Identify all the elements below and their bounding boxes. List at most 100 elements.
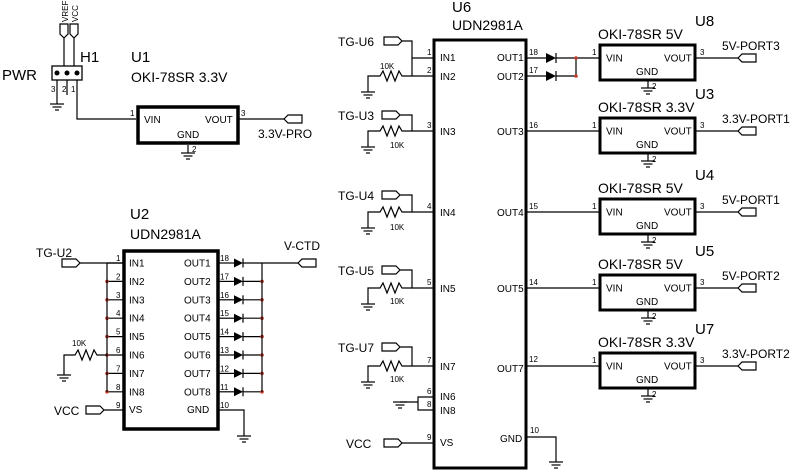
u2-ref: U2 [130,206,149,223]
u6-resistor-4 [367,205,412,228]
regulator-ref: U8 [695,13,714,30]
vcc-top-label: VCC [71,5,80,22]
u2-input-pin-number: 8 [116,383,121,392]
u6-in3: IN3 [440,127,456,138]
regulator-vin: VIN [606,362,623,373]
regulator-part: OKI-78SR 5V [598,180,683,196]
regulator-pin-gnd: 2 [652,312,657,321]
u2-diode [234,295,243,305]
u6-gnd-pin: 10 [530,426,539,435]
header-pin-3 [54,70,60,76]
u2-input-label: IN3 [129,295,145,306]
u2-input-pin-number: 6 [116,346,121,355]
u6-resistor-7 [367,359,412,382]
u1-part: OKI-78SR 3.3V [131,69,228,85]
u2-output-label: OUT6 [184,351,211,362]
u2-input-pin-number: 4 [116,309,121,318]
u6-in7-pin: 7 [427,356,432,365]
u1-pin-out: 3 [241,109,246,118]
u6-out2: OUT2 [497,72,524,83]
u6-out3: OUT3 [497,127,524,138]
u2-part: UDN2981A [130,226,201,242]
u6-out4-pin: 15 [529,202,538,211]
u6-gnd: GND [500,434,522,445]
regulator-pin-out: 3 [700,356,705,365]
regulator-pin-gnd: 2 [652,236,657,245]
u1-vout: VOUT [205,115,233,126]
u2-vs-pin: 9 [116,401,121,410]
regulator-part: OKI-78SR 3.3V [598,334,695,350]
u2-input-pin-number: 2 [116,272,121,281]
u6-out5: OUT5 [497,284,524,295]
u6-in2-pin: 2 [427,66,432,75]
u2-diode [234,313,243,323]
pwr-label: PWR [2,67,37,84]
regulator-vout: VOUT [664,54,692,65]
regulator-pin-gnd: 2 [652,155,657,164]
regulator-pin-in: 1 [592,48,597,57]
u6-in4: IN4 [440,208,456,219]
u6-out2-pin: 17 [529,66,538,75]
h1-ref: H1 [80,49,99,66]
u6-net-tg-u6: TG-U6 [338,35,374,49]
vref-flag [59,23,69,66]
u6-in8: IN8 [440,406,456,417]
u1-ref: U1 [131,49,150,66]
u2-input-label: IN2 [129,277,145,288]
regulator-ref: U7 [695,321,714,338]
u2-output-pin-number: 12 [220,364,229,373]
regulator-part: OKI-78SR 3.3V [598,99,695,115]
u2-output-label: OUT1 [184,259,211,270]
header-pin-1 [74,70,80,76]
u2-output-label: OUT7 [184,369,211,380]
u1-pin-in: 1 [130,109,135,118]
u6-net-tg-u4: TG-U4 [338,189,374,203]
regulator-part: OKI-78SR 5V [598,256,683,272]
u2-gnd: GND [187,405,209,416]
u6-in5-pin: 5 [427,278,432,287]
u6-resistor-3 [367,124,412,147]
regulator-pin-out: 3 [700,278,705,287]
regulator-vout: VOUT [664,208,692,219]
u6-out7-pin: 12 [529,355,538,364]
u2-driver: U2 UDN2981A IN11IN22IN33IN44IN55IN66IN77… [36,206,320,443]
h1-pin-2-num: 2 [62,85,67,94]
u2-input-pin-number: 7 [116,364,121,373]
regulator-vin: VIN [606,284,623,295]
u2-output-label: OUT5 [184,332,211,343]
u2-net-vcc: VCC [54,404,80,418]
regulator-ref: U5 [695,243,714,260]
h1-pin-1-num: 1 [71,85,76,94]
u6-resistor-5 [367,281,412,304]
u2-output-pin-number: 15 [220,309,229,318]
u2-input-label: IN8 [129,387,145,398]
u6-out3-pin: 16 [529,121,538,130]
regulator-gnd: GND [636,140,658,151]
regulator-gnd: GND [636,297,658,308]
u6-diode-2 [546,71,556,81]
regulator-gnd: GND [636,221,658,232]
u2-output-pin-number: 18 [220,254,229,263]
regulator-gnd: GND [636,67,658,78]
regulator-ref: U3 [695,86,714,103]
u6-in7: IN7 [440,362,456,373]
header-h1: PWR H1 3 2 1 VREF VCC [2,1,136,120]
u2-output-pin-number: 11 [220,383,229,392]
u2-input-label: IN6 [129,351,145,362]
u2-input-pin-number: 1 [116,254,121,263]
u6-res4-value: 10K [390,223,405,232]
u6-res3-value: 10K [390,141,405,150]
regulator-vin: VIN [606,127,623,138]
regulator-pin-out: 3 [700,121,705,130]
u6-in5: IN5 [440,284,456,295]
vcc-flag [69,23,79,66]
u6-diode-1 [546,53,556,63]
u1-regulator: U1 OKI-78SR 3.3V VIN VOUT GND 1 3 2 3.3V… [130,49,312,160]
